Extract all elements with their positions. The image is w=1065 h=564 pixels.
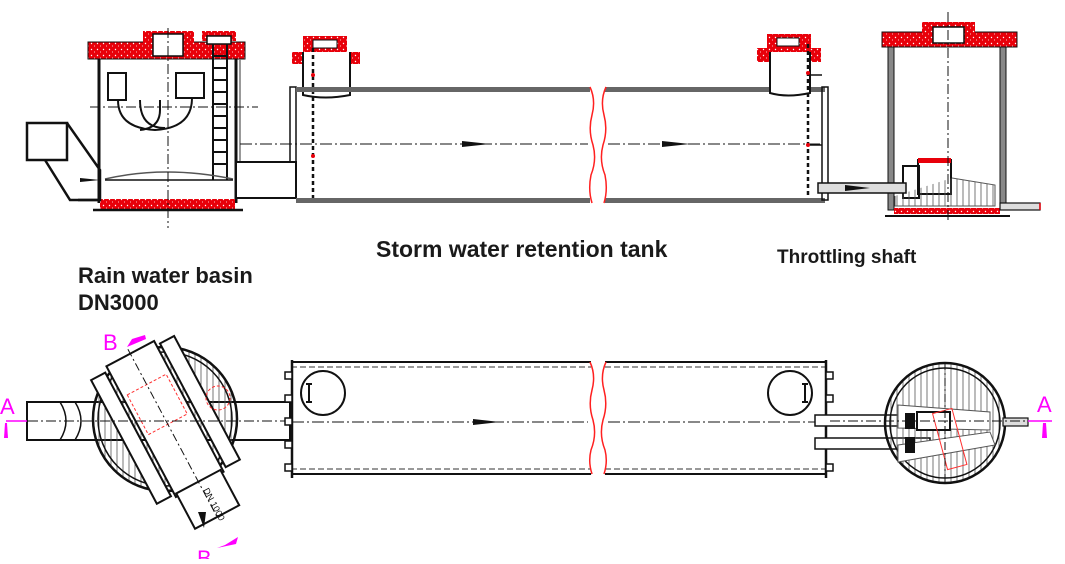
section-marker-b-top: B [103, 330, 118, 355]
rain-basin-section [25, 28, 297, 228]
tank-wall-top-left [296, 87, 590, 92]
section-view [25, 12, 1041, 228]
tank-wall-bottom-right [605, 198, 825, 203]
section-marker-a-left: A [0, 394, 15, 419]
basin-outlet-pipe [235, 161, 297, 199]
shaft-wall-left [887, 46, 895, 211]
break-line-plan-right [600, 361, 608, 475]
inlet-pipe-elbow [25, 121, 102, 202]
ladder [212, 44, 228, 180]
throttling-shaft-section [817, 12, 1041, 222]
retention-tank-plan [284, 360, 834, 478]
section-marker-a-right: A [1037, 392, 1052, 417]
basin-internal-pipes [107, 72, 205, 132]
flow-arrow [462, 141, 490, 147]
label-throttling-shaft: Throttling shaft [777, 247, 917, 268]
tank-wall-top-right [605, 87, 825, 92]
section-marker-b-bottom: B [197, 546, 212, 559]
throttling-shaft-plan [814, 361, 1040, 485]
label-rain-water-basin-size: DN3000 [78, 290, 159, 315]
ladder-hatch [206, 35, 232, 45]
label-storm-water-retention-tank: Storm water retention tank [376, 236, 668, 262]
label-rain-water-basin: Rain water basin DN3000 [78, 262, 253, 316]
flow-arrow [662, 141, 690, 147]
plan-view: DN 1000 [0, 330, 1052, 564]
break-line-left [588, 86, 596, 204]
break-line-right [600, 86, 608, 204]
tank-wall-bottom-left [296, 198, 590, 203]
manhole-inlet-plan [300, 370, 346, 416]
break-line-plan-left [588, 361, 596, 475]
retention-tank-section [240, 34, 829, 204]
flow-arrow-plan [473, 419, 500, 425]
shaft-wall-right [999, 46, 1007, 211]
rain-basin-plan: DN 1000 [10, 334, 291, 531]
label-rain-water-basin-name: Rain water basin [78, 263, 253, 288]
shaft-outlet-pipe [999, 202, 1041, 211]
manhole-outlet-plan [767, 370, 813, 416]
